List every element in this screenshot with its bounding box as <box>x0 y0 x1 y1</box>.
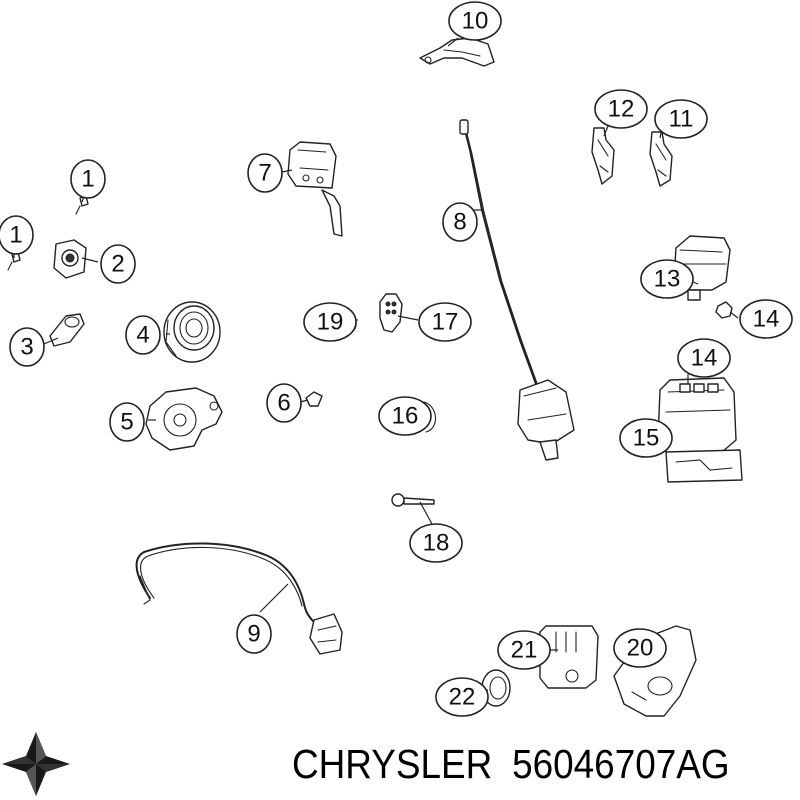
part-15-control-module <box>657 377 743 483</box>
callout-9: 9 <box>236 614 272 654</box>
part-14-nut-upper <box>715 301 733 319</box>
part-9-wire-harness <box>135 542 343 655</box>
callout-1-upper: 1 <box>70 159 106 199</box>
part-2-switch <box>53 239 87 279</box>
part-11-bracket <box>649 131 673 187</box>
part-number: 56046707AG <box>512 741 730 787</box>
callout-14-upper: 14 <box>739 299 793 339</box>
callout-5: 5 <box>109 402 145 442</box>
callout-15: 15 <box>619 418 673 458</box>
callout-15-label: 15 <box>633 425 660 452</box>
callout-6: 6 <box>266 383 302 423</box>
callout-8-label: 8 <box>453 209 466 236</box>
callout-4: 4 <box>125 315 161 355</box>
callout-12-label: 12 <box>608 96 635 123</box>
callout-10-label: 10 <box>462 8 489 35</box>
callout-21: 21 <box>497 630 551 670</box>
callout-2-label: 2 <box>111 251 124 278</box>
callout-13-label: 13 <box>654 266 681 293</box>
callout-21-label: 21 <box>511 637 538 664</box>
callout-1-lower-label: 1 <box>9 222 22 249</box>
part-8-antenna-cable <box>459 119 575 461</box>
part-21-module <box>539 625 599 689</box>
callout-8: 8 <box>442 202 478 242</box>
callout-3: 3 <box>9 327 45 367</box>
callout-1-lower: 1 <box>0 215 34 255</box>
brand-part-number: CHRYSLER 56046707AG <box>292 734 747 794</box>
callout-9-label: 9 <box>247 621 260 648</box>
part-4-speaker <box>163 301 221 363</box>
callout-19-label: 19 <box>317 309 344 336</box>
part-12-bracket <box>591 127 615 185</box>
callout-14-lower: 14 <box>677 338 731 378</box>
part-3-clip <box>49 313 85 347</box>
callout-6-label: 6 <box>277 390 290 417</box>
callout-4-label: 4 <box>136 322 149 349</box>
callout-7: 7 <box>247 153 283 193</box>
callout-22: 22 <box>435 677 489 717</box>
callout-2: 2 <box>100 244 136 284</box>
callout-17: 17 <box>418 302 472 342</box>
callout-20: 20 <box>613 628 667 668</box>
part-6-connector <box>305 391 323 407</box>
callout-18: 18 <box>409 523 463 563</box>
callout-13: 13 <box>640 259 694 299</box>
part-18-pin <box>391 493 435 507</box>
callout-5-label: 5 <box>120 409 133 436</box>
callout-19: 19 <box>303 302 357 342</box>
part-10-bracket <box>419 37 495 67</box>
pentastar-logo-icon <box>2 732 70 796</box>
callout-3-label: 3 <box>20 334 33 361</box>
callout-11-label: 11 <box>669 106 694 133</box>
brand-name: CHRYSLER <box>292 741 493 787</box>
callout-12: 12 <box>594 89 648 129</box>
callout-16-label: 16 <box>392 403 419 430</box>
callout-10: 10 <box>448 1 502 41</box>
callout-1-upper-label: 1 <box>81 166 94 193</box>
part-5-horn <box>145 387 223 451</box>
part-7-sensor <box>287 141 343 237</box>
callout-11: 11 <box>654 99 708 139</box>
callout-20-label: 20 <box>627 635 654 662</box>
callout-14-upper-label: 14 <box>753 306 780 333</box>
callout-18-label: 18 <box>423 530 450 557</box>
callout-7-label: 7 <box>258 160 271 187</box>
part-16-cap <box>423 401 437 433</box>
callout-14-lower-label: 14 <box>691 345 718 372</box>
callout-17-label: 17 <box>432 309 459 336</box>
callout-16: 16 <box>378 396 432 436</box>
part-17-sensor <box>379 293 403 333</box>
leader-lines <box>13 37 739 693</box>
callout-22-label: 22 <box>449 684 476 711</box>
